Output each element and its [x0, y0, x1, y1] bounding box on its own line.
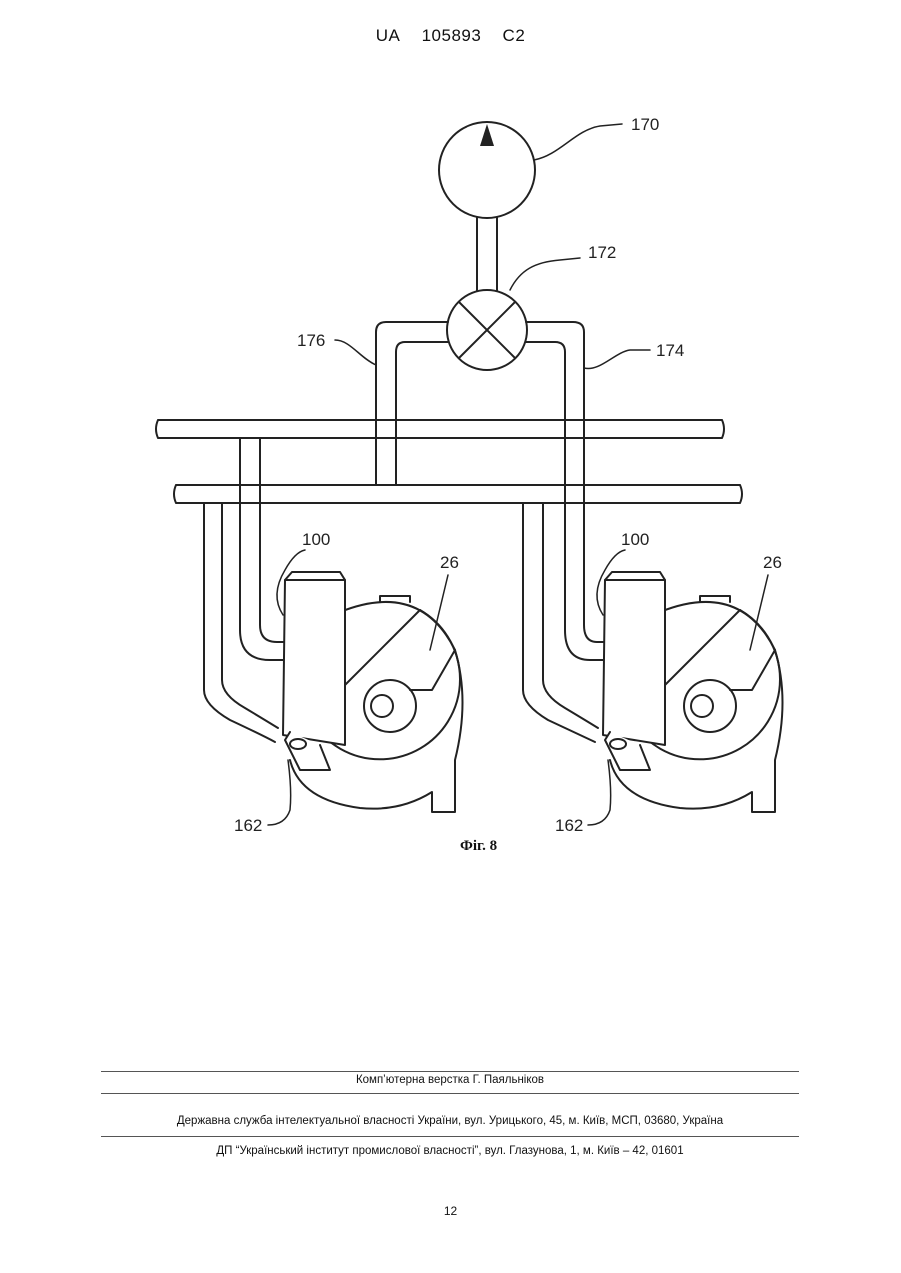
footer-institute: ДП “Український інститут промислової вла… — [101, 1145, 799, 1157]
leader-172 — [510, 258, 580, 290]
return-right — [523, 503, 598, 742]
label-100-left: 100 — [302, 530, 330, 549]
label-174: 174 — [656, 341, 684, 360]
leader-162-right — [588, 760, 611, 825]
page-number: 12 — [0, 1204, 901, 1218]
pipe-176 — [376, 322, 448, 485]
label-162-right: 162 — [555, 816, 583, 835]
patent-drawing-fig8: 170 172 174 176 100 100 26 26 162 162 — [0, 0, 901, 900]
leader-176 — [335, 340, 376, 365]
footer-agency: Державна служба інтелектуальної власност… — [101, 1115, 799, 1127]
label-26-left: 26 — [440, 553, 459, 572]
footer-layout-credit: Комп’ютерна верстка Г. Паяльніков — [101, 1074, 799, 1086]
label-100-right: 100 — [621, 530, 649, 549]
leader-170 — [534, 124, 622, 160]
label-172: 172 — [588, 243, 616, 262]
footer-rule-middle — [101, 1093, 799, 1094]
label-162-left: 162 — [234, 816, 262, 835]
feed-right — [565, 585, 604, 660]
leader-174 — [584, 350, 650, 369]
upper-manifold — [156, 420, 724, 438]
feed-left — [240, 438, 284, 660]
label-176: 176 — [297, 331, 325, 350]
right-unit — [603, 572, 783, 812]
pipe-174 — [526, 322, 584, 585]
label-170: 170 — [631, 115, 659, 134]
figure-caption: Фіг. 8 — [460, 838, 550, 855]
gauge-stem — [477, 217, 497, 292]
left-unit — [283, 572, 463, 812]
leader-162-left — [268, 760, 291, 825]
footer-rule-bottom — [101, 1136, 799, 1137]
label-26-right: 26 — [763, 553, 782, 572]
footer-rule-top — [101, 1071, 799, 1072]
